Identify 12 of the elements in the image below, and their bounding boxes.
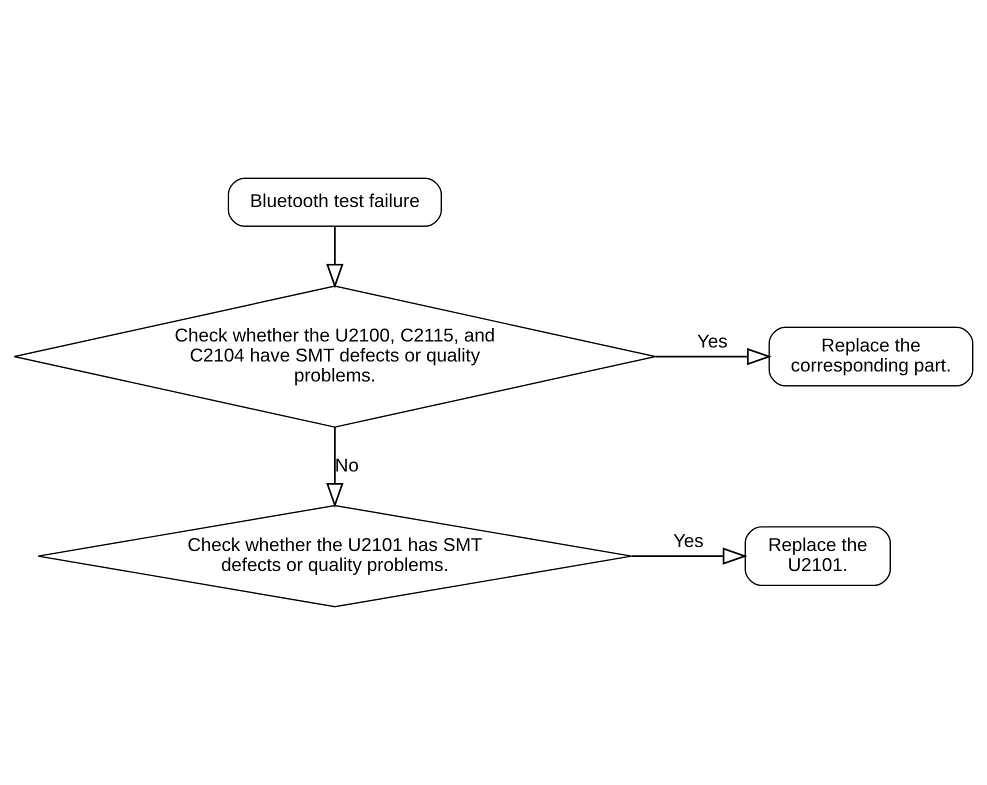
arrow (326, 427, 344, 508)
arrow (656, 348, 772, 366)
node-diamond: Check whether the U2100, C2115, and C2104 have SMT defects or quality problems. (14, 285, 656, 428)
arrow (326, 226, 344, 289)
node-diamond: Check whether the U2101 has SMT defects or quality problems. (38, 504, 632, 608)
arrow (632, 547, 748, 565)
node-box: Replace the U2101. (744, 526, 891, 586)
node-box: Bluetooth test failure (228, 178, 442, 227)
edge-label: Yes (697, 330, 728, 352)
node-box: Replace the corresponding part. (768, 326, 974, 387)
edge-label: No (334, 454, 359, 476)
edge-label: Yes (673, 530, 704, 552)
